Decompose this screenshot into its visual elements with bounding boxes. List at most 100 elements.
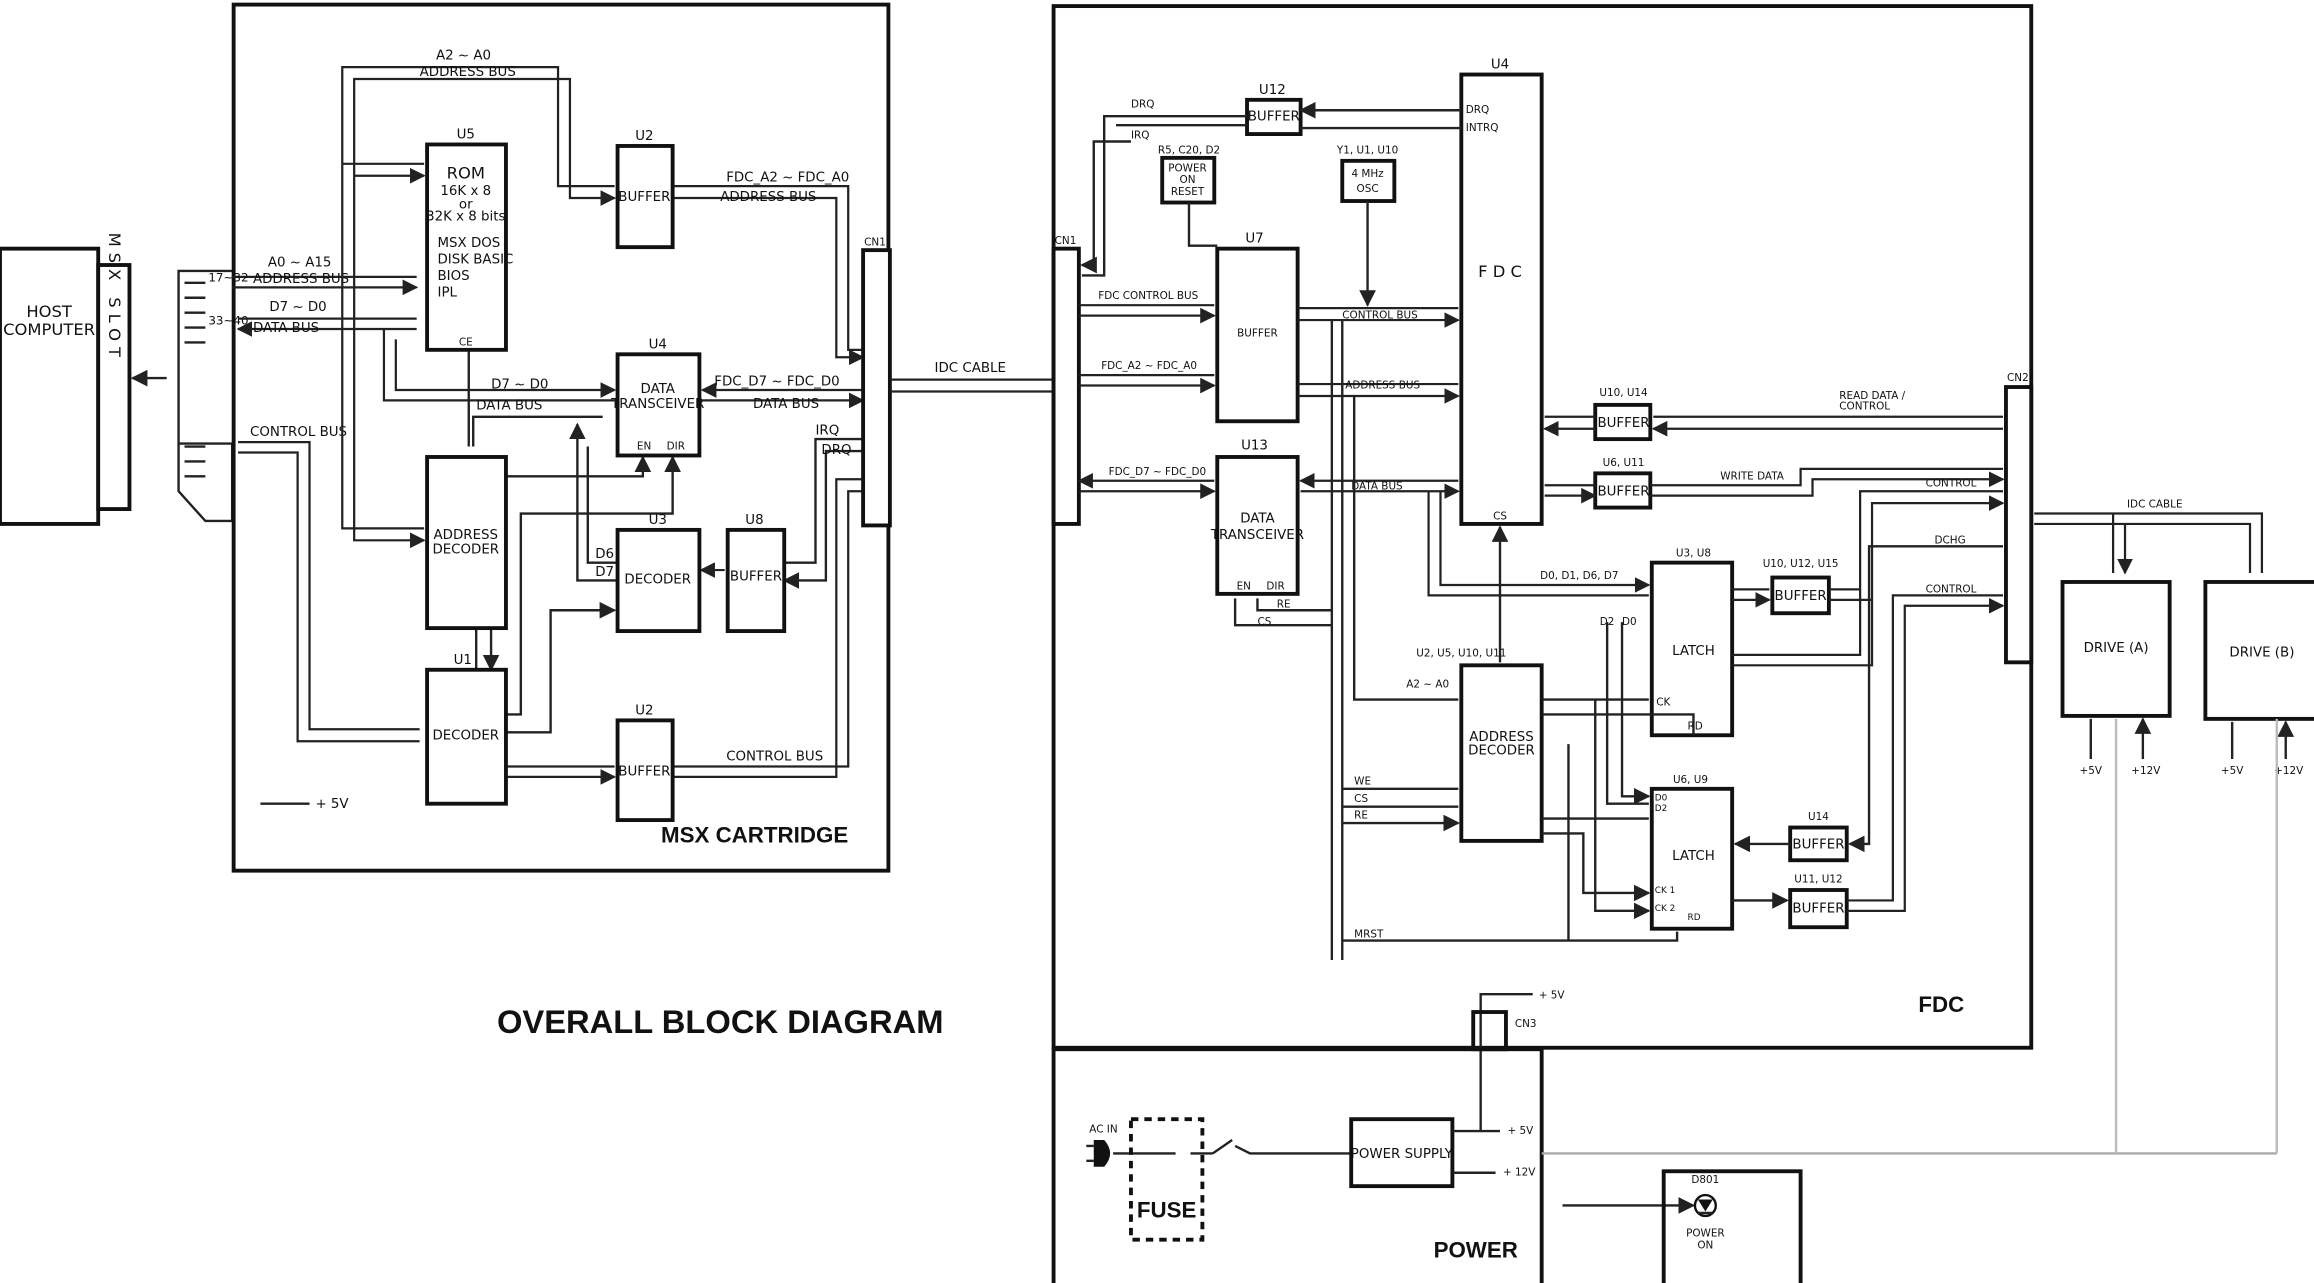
cart-addr-dec-l1: ADDRESS (434, 528, 498, 543)
idc-cable-1-label: IDC CABLE (935, 361, 1006, 376)
buffer-u2-bottom: U2 BUFFER (615, 703, 675, 823)
buf-wd-ref: U6, U11 (1603, 457, 1645, 469)
fdc-addr-dec-ref: U2, U5, U10, U11 (1416, 647, 1506, 659)
power-frame (1051, 1047, 1544, 1283)
por-l1: POWER (1168, 162, 1207, 174)
power-supply-box (1349, 1117, 1455, 1189)
fdc-wiring: DRQ IRQ FDC CONTROL BUS FDC_A2 ~ FDC_A0 … (1079, 98, 2003, 960)
drive-b-12v: +12V (2274, 765, 2304, 777)
fdc-label-fdc-a2-a0: FDC_A2 ~ FDC_A0 (1101, 360, 1197, 372)
u13-dir: DIR (1266, 580, 1284, 592)
fdc-u4-ref: U4 (1491, 58, 1509, 73)
fdc-label-read-data-1: READ DATA / (1839, 390, 1905, 402)
label-plus5v-cart: + 5V (315, 797, 349, 812)
label-d7-d0-left: D7 ~ D0 (269, 300, 326, 315)
cart-addr-dec-l2: DECODER (432, 543, 499, 558)
u5-ce: CE (459, 336, 473, 348)
latch2-d2: D2 (1655, 804, 1668, 814)
ac-plug-icon (1086, 1140, 1111, 1167)
u12-label: BUFFER (1248, 110, 1300, 125)
u2a-ref: U2 (635, 129, 653, 144)
buffer-read-data: U10, U14 BUFFER (1593, 387, 1653, 442)
fdc-buffer-u12: U12 BUFFER (1245, 83, 1303, 136)
fdc-label-read-data-2: CONTROL (1839, 400, 1890, 412)
fdc-addr-dec-l2: DECODER (1468, 744, 1535, 759)
buffer-u10-u12-u15: U10, U12, U15 BUFFER (1763, 558, 1839, 616)
buf-rd-label: BUFFER (1597, 416, 1649, 431)
latch2-label: LATCH (1672, 849, 1715, 864)
fdc-label-a2-a0-dec: A2 ~ A0 (1406, 679, 1449, 691)
fdc-5v-label: + 5V (1539, 990, 1566, 1002)
host-computer: HOST COMPUTER (0, 246, 101, 526)
drive-a-label: DRIVE (A) (2084, 641, 2149, 656)
fdc-label-control-bus: CONTROL BUS (1342, 310, 1418, 322)
psu-12v-label: + 12V (1503, 1167, 1536, 1179)
data-transceiver-u4: U4 DATA TRANSCEIVER EN DIR (610, 337, 704, 458)
psu-5v-label: + 5V (1507, 1125, 1534, 1137)
u3-label: DECODER (624, 572, 691, 587)
latch1-d2: D2 (1600, 616, 1615, 628)
latch2-ref: U6, U9 (1673, 774, 1708, 786)
u13-l2: TRANSCEIVER (1210, 528, 1304, 543)
rom-u5: U5 ROM 16K x 8 or 32K x 8 bits MSX DOS D… (425, 128, 514, 352)
u4-l1: DATA (641, 382, 676, 397)
drive-b-5v: +5V (2221, 765, 2244, 777)
latch1-ck: CK (1656, 696, 1671, 708)
label-drq-cart: DRQ (821, 443, 851, 458)
fdc-addr-dec-l1: ADDRESS (1469, 730, 1533, 745)
drive-a: DRIVE (A) +5V +12V (2060, 580, 2172, 777)
fdc-cn1: CN1 (1051, 235, 1081, 526)
u5-l8: IPL (438, 285, 458, 300)
drives-idc-cable-label: IDC CABLE (2127, 499, 2183, 511)
drive-a-12v: +12V (2131, 765, 2161, 777)
fdc-label-irq: IRQ (1131, 130, 1150, 142)
latch2-d0: D0 (1655, 794, 1668, 804)
label-data-bus-mid: DATA BUS (476, 398, 542, 413)
osc-l1: 4 MHz (1351, 168, 1384, 180)
latch-u3-u8: U3, U8 LATCH CK RD D2 D0 (1600, 548, 1735, 738)
buffer-u2-top: U2 BUFFER (615, 129, 675, 250)
label-fdc-d7-d0: FDC_D7 ~ FDC_D0 (714, 375, 839, 390)
latch1-d0: D0 (1622, 616, 1637, 628)
u11u12-ref: U11, U12 (1794, 874, 1842, 886)
u7-label: BUFFER (1237, 327, 1278, 339)
u2b-label: BUFFER (618, 764, 670, 779)
label-d7-d0-mid: D7 ~ D0 (491, 378, 548, 393)
fdc-label-re-dec: RE (1354, 810, 1368, 822)
led-icon (1693, 1193, 1717, 1218)
power-supply-label: POWER SUPPLY (1351, 1147, 1454, 1162)
latch2-ck1: CK 1 (1655, 886, 1676, 896)
label-d6: D6 (595, 547, 614, 562)
drives: IDC CABLE DRIVE (A) +5V +12V DRIVE (B) +… (2034, 499, 2314, 777)
u5-l6: DISK BASIC (438, 253, 514, 268)
fdc-u4-label: F D C (1478, 262, 1522, 281)
fdc-label-dchg: DCHG (1935, 534, 1966, 546)
led-ref-label: D801 (1691, 1174, 1719, 1186)
u5-ref: U5 (457, 128, 475, 143)
fdc-title: FDC (1918, 992, 1964, 1017)
oscillator-4mhz: Y1, U1, U10 4 MHz OSC (1336, 144, 1398, 203)
fdc-label-re: RE (1277, 598, 1291, 610)
u13-en: EN (1237, 580, 1251, 592)
fdc-label-control-1: CONTROL (1926, 478, 1977, 490)
host-label-1: HOST (26, 302, 73, 321)
fdc-buffer-u11-u12: U11, U12 BUFFER (1788, 874, 1849, 930)
u5-l7: BIOS (438, 269, 470, 284)
fdc-label-mrst: MRST (1354, 929, 1384, 941)
cn3-label: CN3 (1515, 1018, 1537, 1030)
idc-cable-main: IDC CABLE (889, 361, 1054, 393)
por-ref: R5, C20, D2 (1158, 144, 1220, 156)
latch1-rd: RD (1688, 720, 1703, 732)
latch2-ck2: CK 2 (1655, 904, 1676, 914)
label-data-bus-left: DATA BUS (253, 321, 319, 336)
decoder-u3: U3 DECODER (615, 513, 702, 634)
fdc-cn2-label: CN2 (2007, 372, 2029, 384)
buffer-u8: U8 BUFFER (725, 513, 787, 634)
u4-l2: TRANSCEIVER (610, 397, 704, 412)
power-title: POWER (1434, 1238, 1518, 1263)
latch2-rd: RD (1688, 913, 1701, 923)
decoder-u1: U1 DECODER (425, 653, 508, 806)
cart-cn1-label: CN1 (864, 237, 886, 249)
cartridge-cn1: CN1 (861, 237, 892, 528)
